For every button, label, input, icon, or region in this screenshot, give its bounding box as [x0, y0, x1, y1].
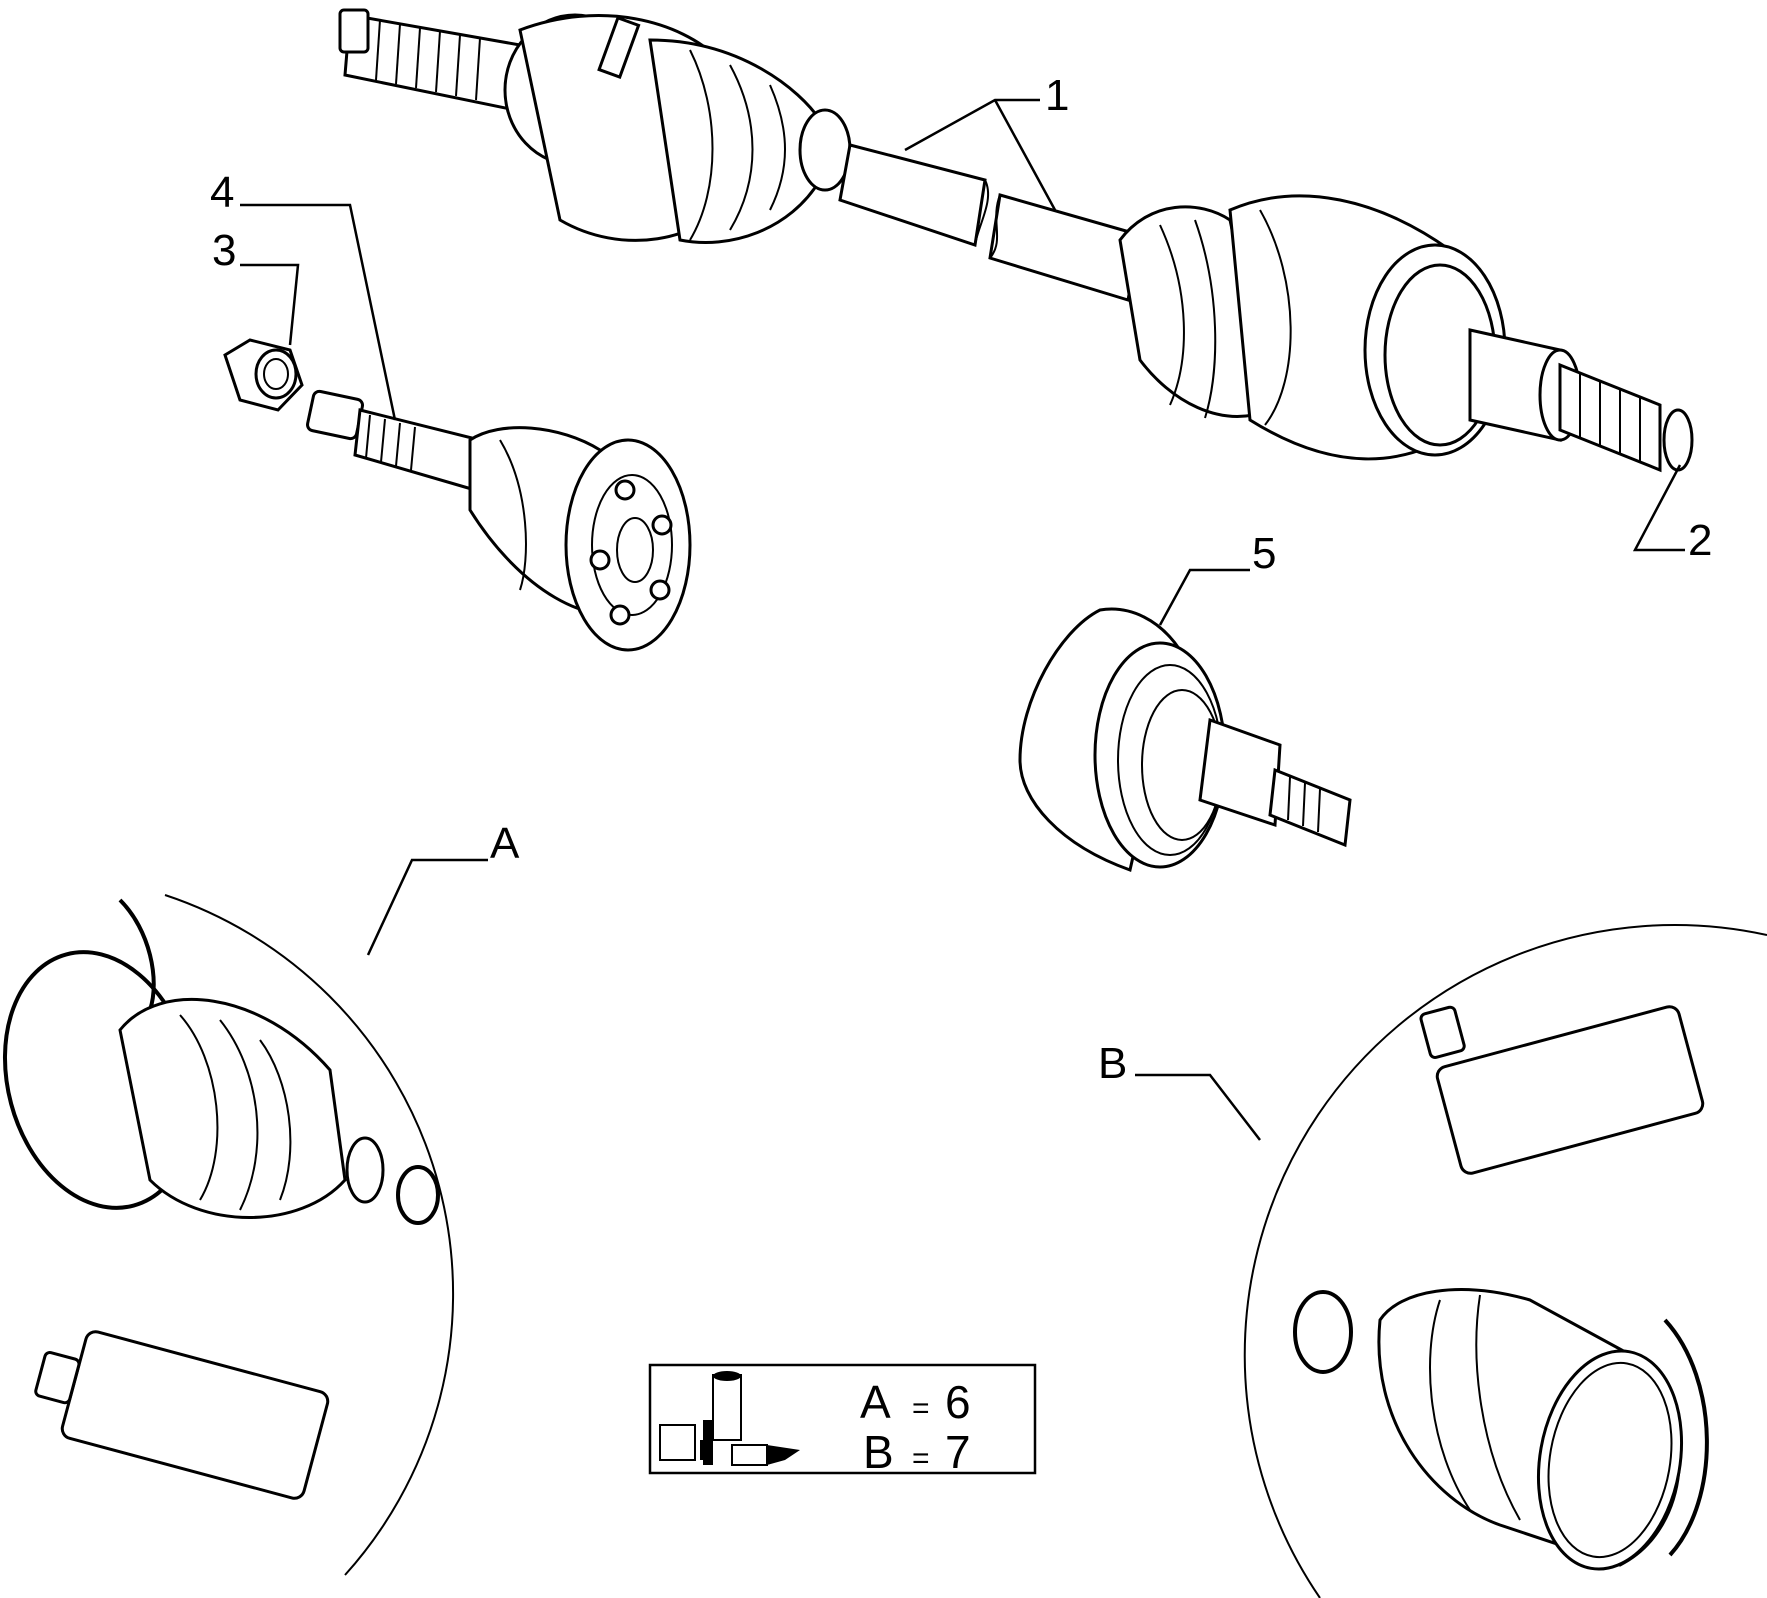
legend-a-value: 6: [945, 1376, 971, 1428]
legend-b-equals: =: [912, 1442, 930, 1475]
legend-a-equals: =: [912, 1392, 930, 1425]
kit-b-circle-arc: [1243, 924, 1767, 1598]
shaft-bar: [838, 143, 1142, 302]
kit-boxes-icon: [659, 1371, 800, 1466]
callout-1: 1: [1045, 71, 1069, 120]
legend-b-letter: B: [863, 1426, 894, 1478]
legend-b-value: 7: [945, 1426, 971, 1478]
leader-lines: [240, 98, 1685, 1141]
right-splined-stub: [1468, 328, 1694, 473]
left-joint-and-boot: [503, 13, 852, 244]
outer-cv-joint-4: [306, 389, 692, 652]
drive-shaft-assembly: [338, 8, 1694, 473]
callout-5: 5: [1252, 529, 1276, 578]
nut-3: [223, 338, 304, 412]
kit-a-group: [2, 894, 455, 1576]
right-joint-and-boot: [1118, 194, 1507, 461]
callout-2: 2: [1688, 516, 1712, 565]
callout-B: B: [1098, 1039, 1127, 1088]
callout-4: 4: [210, 168, 234, 217]
circlip-2: [1662, 408, 1694, 472]
callout-A: A: [490, 819, 520, 868]
legend-box: A = 6 B = 7: [648, 1363, 1037, 1478]
legend-a-letter: A: [860, 1376, 891, 1428]
kit-b-group: [1243, 924, 1767, 1598]
callouts: 1 2 3 4 5 A B: [210, 71, 1712, 1088]
inner-joint-5: [1018, 607, 1352, 872]
callout-3: 3: [212, 226, 236, 275]
left-splined-stub: [338, 8, 522, 112]
